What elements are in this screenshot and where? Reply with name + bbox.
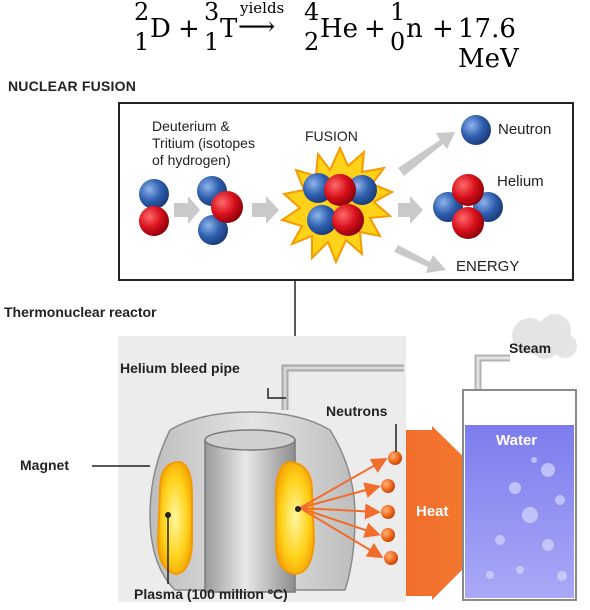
plus-sign: + [364,14,386,44]
plasma-left [156,460,193,576]
helium-label: Helium [497,173,544,190]
section-title: NUCLEAR FUSION [8,78,137,94]
arrow-up-right-icon [398,132,455,176]
plasma-right [275,460,316,576]
neutron-dot [381,505,395,519]
plus-sign: + [178,14,200,44]
fusion-equation: 2 1 D + 3 1 T yields ⟶ 4 2 He + 1 0 n + … [120,0,580,74]
steam-pipe [474,354,510,392]
arrow-right-icon [174,196,200,224]
neutron-dot [388,451,402,465]
helium-atomic-number: 2 [304,28,320,56]
energy-label: ENERGY [456,258,520,275]
reactants-label-line: of hydrogen) [152,152,231,168]
helium-bleed-pipe-highlight [283,366,404,410]
neutron-label: Neutron [498,121,552,138]
steam-cloud [512,314,577,359]
reactants-label-line: Deuterium & [152,118,230,134]
magnet-label: Magnet [20,457,69,473]
neutron-dot [384,551,398,565]
helium-mass-number: 4 [304,0,320,26]
arrow-right-icon [252,196,279,224]
neutron-mass-number: 1 [390,0,406,26]
tritium-atomic-number: 1 [204,28,220,56]
deuterium-mass-number: 2 [134,0,150,26]
tritium-mass-number: 3 [204,0,220,26]
reactor-title: Thermonuclear reactor [4,304,157,320]
neutron-dot [381,528,395,542]
heat-label: Heat [416,503,449,520]
arrow-right-icon [398,196,423,224]
tritium-symbol: T [220,14,238,44]
arrow-down-right-icon [394,245,446,273]
steam-label: Steam [509,340,552,356]
leader-lines [92,388,397,584]
plus-sign: + [432,14,454,44]
neutron-dot [381,479,395,493]
neutron-rays [299,458,388,559]
tritium-nucleus [197,176,243,245]
plasma-label: Plasma (100 million ºC) [134,586,288,602]
yields-label: yields [240,0,285,17]
helium-nucleus [433,174,503,239]
helium-symbol: He [320,14,359,44]
process-arrows [174,132,455,273]
neutrons-label: Neutrons [326,403,388,419]
energy-release: 17.6 MeV [458,14,519,74]
helium-bleed-pipe-label: Helium bleed pipe [120,360,240,376]
connector-dot [295,506,301,512]
fusion-burst [279,145,395,265]
fusion-label: FUSION [305,128,358,144]
deuterium-nucleus [139,179,169,236]
water-label: Water [496,432,538,449]
reactants-label: Deuterium & Tritium (isotopes of hydroge… [152,118,255,169]
water-bubbles [486,457,567,581]
reactants-label-line: Tritium (isotopes [152,135,255,151]
plasma-pointer-dot [165,512,171,518]
deuterium-symbol: D [150,14,171,44]
neutron-particle [461,115,491,145]
deuterium-atomic-number: 1 [134,28,150,56]
neutron-charge-number: 0 [390,28,406,56]
neutron-dots [381,451,402,565]
solenoid-top [204,429,296,451]
neutron-symbol: n [406,14,423,44]
steam-pipe-highlight [476,356,510,392]
yields-arrow-icon: ⟶ [238,12,275,42]
